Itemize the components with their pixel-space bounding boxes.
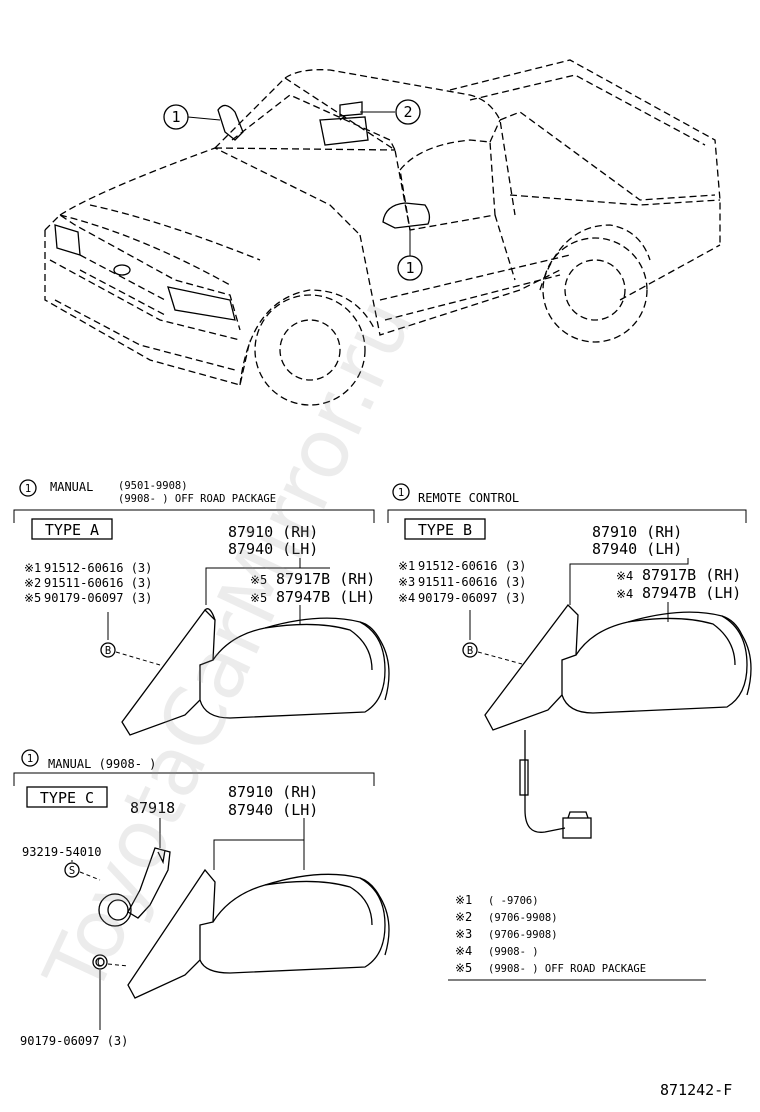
- section-a-mirror-drawing: [121, 608, 390, 736]
- svg-text:※4: ※4: [398, 591, 415, 605]
- section-a-glass-labels: ※5 87917B (RH) ※5 87947B (LH): [250, 570, 375, 625]
- svg-text:91512-60616 (3): 91512-60616 (3): [418, 559, 526, 573]
- section-a-mirror-rh: 87910 (RH): [228, 523, 318, 541]
- svg-text:(9501-9908): (9501-9908): [118, 480, 188, 492]
- svg-text:※1: ※1: [398, 559, 415, 573]
- watermark: ToyotaCarMirror.ru: [27, 285, 432, 1010]
- svg-text:※3: ※3: [398, 575, 415, 589]
- section-a-mirror-lh: 87940 (LH): [228, 540, 318, 558]
- svg-text:※1: ※1: [455, 893, 472, 907]
- date-legend: ※1 ( -9706) ※2 (9706-9908) ※3 (9706-9908…: [448, 893, 706, 981]
- svg-text:※5: ※5: [250, 591, 267, 605]
- callout-1-door-mirror: 1: [397, 255, 423, 281]
- svg-text:※4: ※4: [616, 587, 633, 601]
- svg-text:※1: ※1: [24, 561, 41, 575]
- svg-text:(9908- ): (9908- ): [488, 946, 539, 958]
- section-c-nut-part: 90179-06097 (3): [20, 1034, 128, 1048]
- section-c-knob-part: 87918: [130, 799, 175, 817]
- section-b-part-list: ※1 91512-60616 (3) ※3 91511-60616 (3) ※4…: [398, 559, 526, 605]
- svg-text:91512-60616 (3): 91512-60616 (3): [44, 561, 152, 575]
- section-b-mirror-drawing: [484, 604, 752, 839]
- type-c-label: TYPE C: [26, 786, 108, 808]
- section-b-mirror-rh: 87910 (RH): [592, 523, 682, 541]
- section-c-ref-c: C: [92, 954, 129, 970]
- svg-text:TYPE A: TYPE A: [45, 521, 99, 539]
- type-b-label: TYPE B: [404, 518, 486, 540]
- section-b-header: 1 REMOTE CONTROL: [387, 483, 747, 523]
- callout-1-hood-mirror: 1: [163, 104, 189, 130]
- svg-text:※5: ※5: [24, 591, 41, 605]
- svg-text:1: 1: [25, 483, 31, 495]
- svg-text:B: B: [467, 645, 473, 657]
- figure-code: 871242-F: [660, 1081, 732, 1099]
- svg-text:※2: ※2: [24, 576, 41, 590]
- section-c-ref-s: S: [64, 862, 101, 881]
- svg-text:(9908- ) OFF ROAD PACKAGE: (9908- ) OFF ROAD PACKAGE: [118, 493, 276, 505]
- svg-text:MANUAL (9908- ): MANUAL (9908- ): [48, 757, 156, 771]
- svg-text:1: 1: [405, 259, 414, 277]
- section-a-ref-b: B: [100, 642, 161, 666]
- section-c-mirror-drawing: [127, 868, 390, 999]
- svg-text:※5: ※5: [250, 573, 267, 587]
- svg-text:90179-06097 (3): 90179-06097 (3): [418, 591, 526, 605]
- svg-text:REMOTE CONTROL: REMOTE CONTROL: [418, 491, 519, 505]
- pickup-truck-illustration: [44, 59, 721, 406]
- type-a-label: TYPE A: [31, 518, 113, 540]
- svg-text:C: C: [97, 957, 103, 969]
- svg-text:B: B: [105, 645, 111, 657]
- section-c-header: 1 MANUAL (9908- ): [13, 749, 375, 786]
- section-a-part-list: ※1 91512-60616 (3) ※2 91511-60616 (3) ※5…: [24, 561, 152, 605]
- svg-text:91511-60616 (3): 91511-60616 (3): [44, 576, 152, 590]
- svg-text:1: 1: [171, 108, 180, 126]
- section-b-glass-labels: ※4 87917B (RH) ※4 87947B (LH): [616, 566, 741, 622]
- svg-text:※5: ※5: [455, 961, 472, 975]
- section-c-screw-part: 93219-54010: [22, 845, 101, 859]
- svg-text:90179-06097 (3): 90179-06097 (3): [44, 591, 152, 605]
- svg-text:※2: ※2: [455, 910, 472, 924]
- svg-text:( -9706): ( -9706): [488, 895, 539, 907]
- svg-text:(9908- ) OFF ROAD PACKAGE: (9908- ) OFF ROAD PACKAGE: [488, 963, 646, 975]
- svg-text:(9706-9908): (9706-9908): [488, 929, 558, 941]
- svg-text:91511-60616 (3): 91511-60616 (3): [418, 575, 526, 589]
- section-b-ref-b: B: [462, 642, 523, 665]
- section-a-header: 1 MANUAL (9501-9908) (9908- ) OFF ROAD P…: [13, 479, 375, 523]
- svg-text:MANUAL: MANUAL: [50, 480, 93, 494]
- svg-text:87917B (RH): 87917B (RH): [642, 566, 741, 584]
- svg-text:TYPE C: TYPE C: [40, 789, 94, 807]
- svg-text:87947B (LH): 87947B (LH): [276, 588, 375, 606]
- callout-2-inner-mirror: 2: [395, 99, 421, 125]
- section-c-adjuster-knob: [95, 847, 171, 967]
- section-b-mirror-lh: 87940 (LH): [592, 540, 682, 558]
- svg-text:1: 1: [27, 753, 33, 765]
- section-c-mirror-lh: 87940 (LH): [228, 801, 318, 819]
- svg-text:87947B (LH): 87947B (LH): [642, 584, 741, 602]
- section-c-mirror-rh: 87910 (RH): [228, 783, 318, 801]
- svg-text:※3: ※3: [455, 927, 472, 941]
- svg-text:TYPE B: TYPE B: [418, 521, 472, 539]
- svg-text:※4: ※4: [455, 944, 472, 958]
- svg-text:※4: ※4: [616, 569, 633, 583]
- svg-text:(9706-9908): (9706-9908): [488, 912, 558, 924]
- svg-text:87917B (RH): 87917B (RH): [276, 570, 375, 588]
- svg-text:1: 1: [398, 487, 404, 499]
- svg-text:2: 2: [403, 103, 412, 121]
- svg-text:S: S: [69, 865, 75, 877]
